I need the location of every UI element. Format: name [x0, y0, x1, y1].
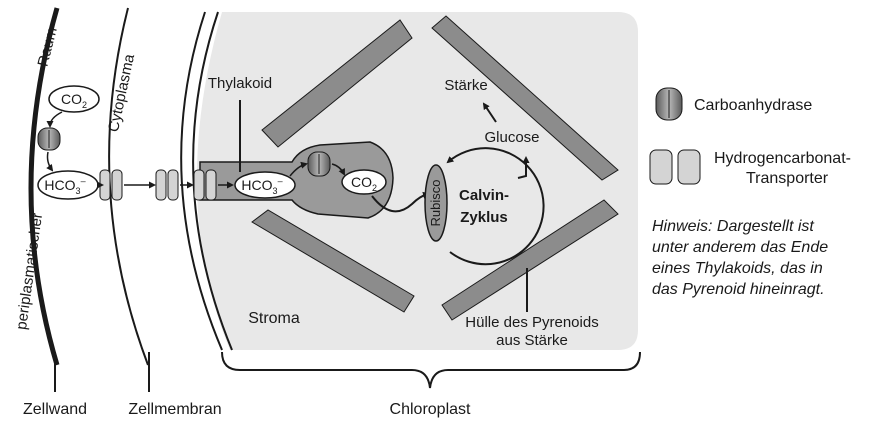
hco3-transporter-envelope-outer-icon [155, 169, 179, 201]
co2-outer-text: CO2 [61, 91, 87, 110]
chloroplast-envelope-outer [180, 11, 223, 351]
label-periplasmatischer: periplasmatischer [13, 212, 46, 331]
rubisco-label: Rubisco [428, 180, 443, 227]
arrow-cycle-to-glucose [517, 156, 530, 179]
note-line-2: unter anderem das Ende [652, 239, 828, 256]
label-stroma: Stroma [248, 310, 300, 327]
starch-sheath-bottom-left [251, 209, 415, 313]
rubisco-ellipse [424, 164, 448, 242]
chloroplast-brace [221, 351, 641, 389]
arrow-co2-to-rubisco [371, 191, 430, 213]
note-line-3: eines Thylakoids, das in [652, 260, 823, 277]
starch-sheath-top-left [261, 19, 413, 148]
arrow-glucose-to-starch [482, 102, 497, 123]
carboanhydrase-outer-icon [37, 127, 61, 151]
legend-carboanhydrase-icon [655, 87, 683, 121]
label-huelle-1: Hülle des Pyrenoids [465, 314, 598, 331]
legend-transporter-icon [649, 149, 701, 185]
label-zellmembran: Zellmembran [128, 401, 221, 418]
legend-transporter-label-2: Transporter [746, 170, 829, 187]
arrow-enzyme-to-hco3 [46, 151, 54, 172]
thylakoid-shape [199, 141, 394, 219]
carboanhydrase-inner-icon [307, 151, 331, 177]
label-glucose: Glucose [484, 129, 539, 146]
calvin-cycle-circle [446, 147, 545, 266]
hco3-inner-text: HCO3– [241, 176, 282, 196]
legend-transporter-label-1: Hydrogencarbonat- [714, 150, 851, 167]
label-chloroplast: Chloroplast [390, 401, 471, 418]
label-staerke: Stärke [444, 77, 487, 94]
label-zellwand: Zellwand [23, 401, 87, 418]
hco3-outer-text: HCO3– [44, 176, 85, 196]
starch-sheath-top-right [431, 15, 619, 181]
calvin-cycle-label-2: Zyklus [460, 209, 508, 226]
note-line-4: das Pyrenoid hineinragt. [652, 281, 825, 298]
co2-inner-ellipse [341, 169, 387, 195]
arrow-enzyme-to-co2 [331, 163, 345, 176]
hco3-transporter-cell-membrane-icon [99, 169, 123, 201]
label-cytoplasma: Cytoplasma [105, 52, 138, 134]
arrow-co2-to-enzyme [46, 111, 63, 128]
starch-sheath-bottom-right [441, 199, 619, 321]
cell-wall [28, 7, 60, 366]
label-raum: Raum [35, 25, 61, 68]
co2-inner-text: CO2 [351, 174, 377, 193]
hco3-transporter-thylakoid-icon [193, 169, 217, 201]
label-thylakoid: Thylakoid [208, 75, 272, 92]
legend-carboanhydrase-label: Carboanhydrase [694, 97, 812, 114]
hco3-inner-ellipse [234, 171, 296, 199]
label-huelle-2: aus Stärke [496, 332, 568, 349]
arrow-hco3-to-enzyme [289, 161, 308, 177]
note-line-1: Hinweis: Dargestellt ist [652, 218, 814, 235]
calvin-cycle-label-1: Calvin- [459, 187, 509, 204]
co2-outer-ellipse [48, 85, 100, 113]
